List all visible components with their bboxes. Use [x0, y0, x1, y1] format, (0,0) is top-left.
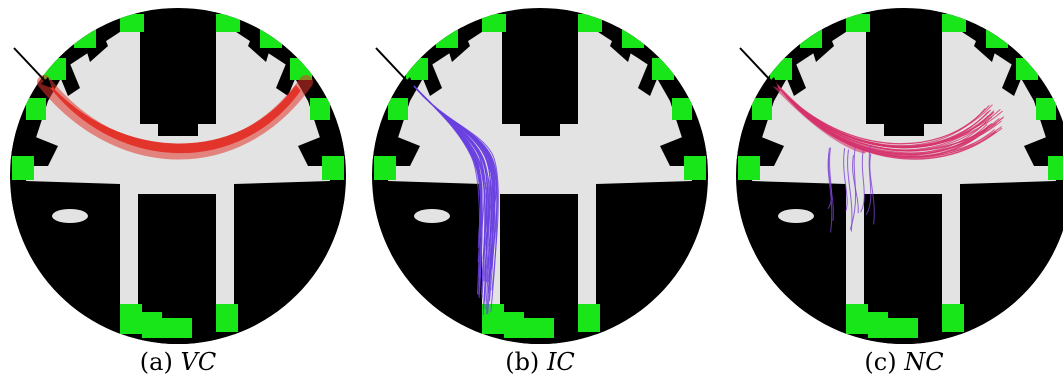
cortex-roi — [578, 14, 602, 32]
cortex-roi — [120, 14, 144, 32]
cortex-roi — [1048, 156, 1063, 180]
tractography-streamlines — [771, 81, 1005, 233]
white-matter-region — [752, 28, 1056, 306]
cortex-roi — [1016, 58, 1038, 80]
seed-arrow-icon — [375, 47, 414, 88]
streamline-branch — [847, 149, 853, 232]
cortex-roi — [672, 98, 692, 120]
caption-b-prefix: (b) — [505, 348, 540, 376]
cortex-roi — [12, 156, 34, 180]
cortex-roi — [738, 156, 760, 180]
central-fissure — [502, 12, 578, 136]
cortex-roi — [524, 318, 554, 338]
lower-right-region — [960, 196, 1063, 344]
caption-c-method: NC — [904, 348, 944, 376]
tractography-streamlines — [37, 75, 313, 160]
streamline-branch — [843, 148, 848, 212]
cortex-roi — [622, 28, 644, 48]
seed-arrow-head — [41, 77, 52, 88]
cortex-roi — [162, 318, 192, 338]
white-matter-region — [26, 28, 330, 306]
streamline-branch — [827, 147, 833, 210]
cortex-roi — [504, 312, 524, 338]
phantom-base — [372, 8, 708, 344]
lower-center-region — [500, 204, 578, 344]
seed-arrow-head — [767, 77, 778, 88]
cortex-roi — [942, 304, 964, 332]
cortex-roi — [482, 14, 506, 32]
lower-right-region — [596, 196, 708, 344]
cortex-roi — [846, 14, 870, 32]
cortex-roi — [374, 156, 396, 180]
seed-arrow-icon — [739, 47, 778, 88]
panel-a — [8, 6, 348, 346]
cortex-roi — [120, 304, 142, 334]
cortex-roi — [800, 28, 822, 48]
lower-right-region — [234, 196, 346, 344]
seed-arrow-head — [403, 77, 414, 88]
caption-a-prefix: (a) — [139, 348, 173, 376]
central-fissure — [866, 12, 942, 136]
lower-center-region — [138, 204, 216, 344]
cortex-roi — [942, 14, 966, 32]
cortex-roi — [1036, 98, 1056, 120]
white-matter-region — [388, 28, 692, 306]
cortex-roi — [770, 58, 792, 80]
cortex-roi — [216, 304, 238, 332]
cortex-roi — [846, 304, 868, 334]
cortex-roi — [684, 156, 706, 180]
seed-arrow-icon — [13, 47, 52, 88]
cortex-roi — [260, 28, 282, 48]
cortex-roi — [388, 98, 408, 120]
streamline-branch — [828, 147, 834, 221]
white-oval — [414, 209, 450, 223]
streamline-bundle — [771, 81, 867, 154]
cortex-roi — [142, 312, 162, 338]
streamline-branch — [860, 148, 865, 213]
cortex-roi — [406, 58, 428, 80]
white-oval — [52, 209, 88, 223]
tractography-streamlines — [413, 85, 499, 316]
cortex-roi — [888, 318, 918, 338]
streamline-branch — [852, 155, 859, 214]
central-fissure — [140, 12, 216, 136]
caption-c-prefix: (c) — [864, 348, 897, 376]
cortex-roi — [986, 28, 1008, 48]
caption-b: (b) IC — [370, 348, 710, 376]
caption-a-method: VC — [180, 348, 217, 376]
cortex-roi — [216, 14, 240, 32]
cortex-roi — [26, 98, 46, 120]
caption-a: (a) VC — [8, 348, 348, 376]
cortex-roi — [868, 312, 888, 338]
cortex-roi — [652, 58, 674, 80]
phantom-image-b — [372, 8, 708, 344]
seed-arrow-line — [375, 47, 409, 83]
caption-b-method: IC — [546, 348, 575, 376]
seed-arrow-line — [739, 47, 773, 83]
phantom-image-c — [736, 8, 1063, 344]
cortex-roi — [752, 98, 772, 120]
streamline-branch — [869, 153, 875, 225]
cortex-roi — [310, 98, 330, 120]
cortex-roi — [74, 28, 96, 48]
lower-center-region — [864, 204, 942, 344]
phantom-image-a — [10, 8, 346, 344]
streamline-branch — [865, 146, 872, 216]
caption-c: (c) NC — [734, 348, 1063, 376]
cortex-roi — [436, 28, 458, 48]
streamline-bundle — [37, 75, 313, 160]
phantom-base — [10, 8, 346, 344]
panel-b — [370, 6, 710, 346]
cortex-roi — [578, 304, 600, 332]
streamline — [413, 85, 489, 282]
panel-c — [734, 6, 1063, 346]
phantom-base — [736, 8, 1063, 344]
seed-arrow-line — [13, 47, 47, 83]
white-oval — [778, 209, 814, 223]
cortex-roi — [322, 156, 344, 180]
